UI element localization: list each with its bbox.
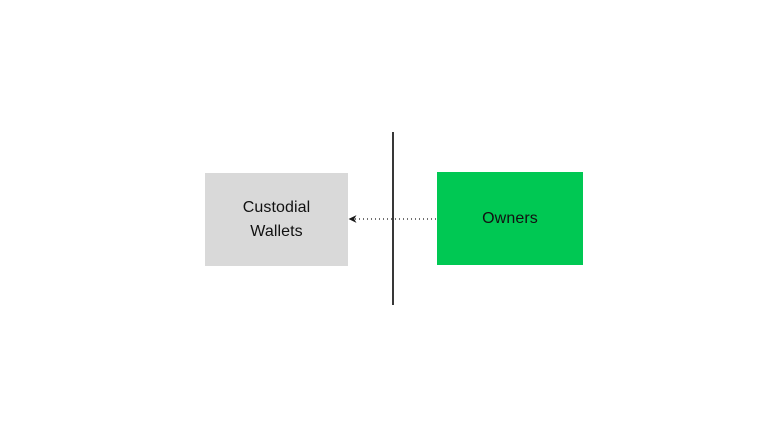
custodial-wallets-box: Custodial Wallets (205, 173, 348, 266)
dotted-arrow-connector (348, 215, 438, 223)
custodial-wallets-label: Custodial Wallets (242, 199, 311, 240)
owners-box: Owners (437, 172, 583, 265)
divider-line (392, 132, 394, 305)
owners-label: Owners (482, 209, 538, 227)
left-arrowhead-icon (348, 215, 357, 223)
